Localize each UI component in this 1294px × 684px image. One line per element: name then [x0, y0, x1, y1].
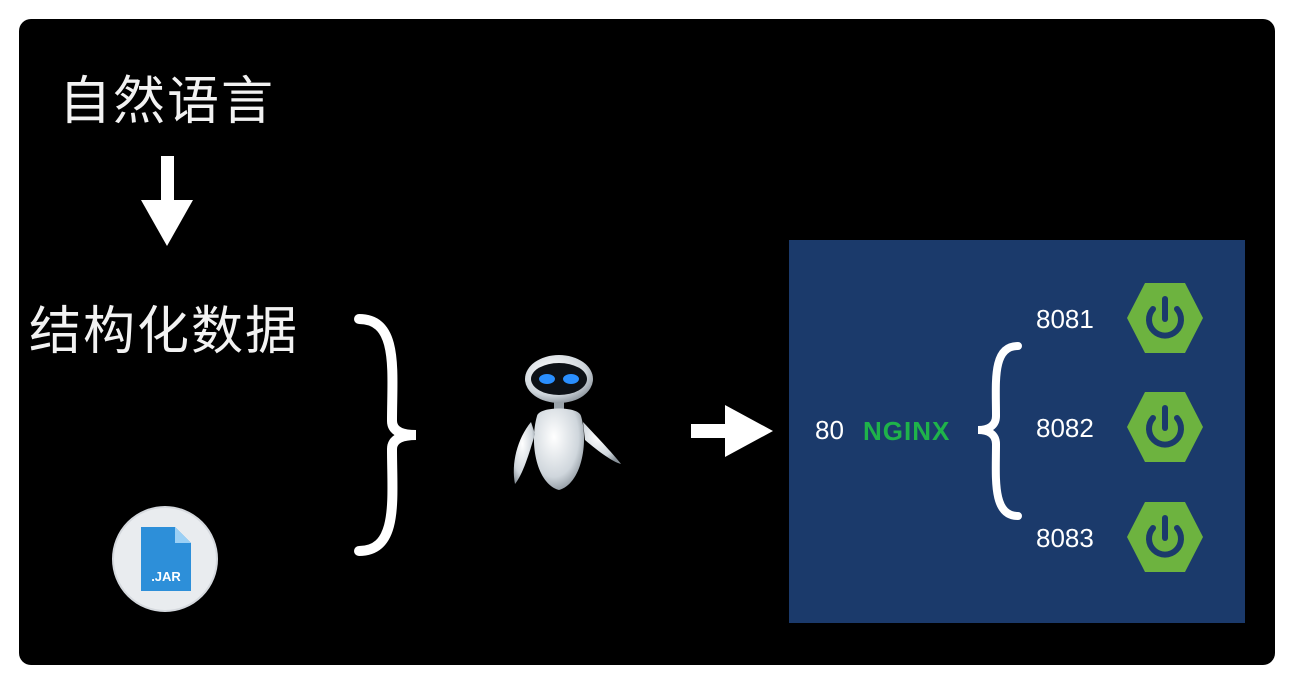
- natural-language-label: 自然语言: [59, 72, 276, 132]
- curly-brace-icon: [354, 314, 417, 556]
- structured-data-label: 结构化数据: [29, 302, 300, 362]
- nginx-logo: NGINX: [863, 416, 951, 446]
- deployment-panel: 80 NGINX 8081 8082 8083: [789, 240, 1245, 623]
- jar-file-icon: .JAR: [111, 505, 219, 613]
- entry-port-label: 80: [815, 415, 844, 445]
- spring-power-icon: [1127, 392, 1203, 462]
- backend-port-8082: 8082: [1036, 413, 1094, 443]
- down-arrow-icon: [141, 156, 193, 246]
- diagram-canvas: 自然语言 结构化数据 .JAR: [19, 19, 1275, 665]
- robot-icon: [513, 355, 621, 490]
- spring-power-icon: [1127, 283, 1203, 353]
- curly-brace-icon: [977, 342, 1022, 520]
- backend-port-8083: 8083: [1036, 523, 1094, 553]
- spring-power-icon: [1127, 502, 1203, 572]
- backend-port-8081: 8081: [1036, 304, 1094, 334]
- jar-label: .JAR: [151, 569, 181, 584]
- right-arrow-icon: [691, 405, 773, 457]
